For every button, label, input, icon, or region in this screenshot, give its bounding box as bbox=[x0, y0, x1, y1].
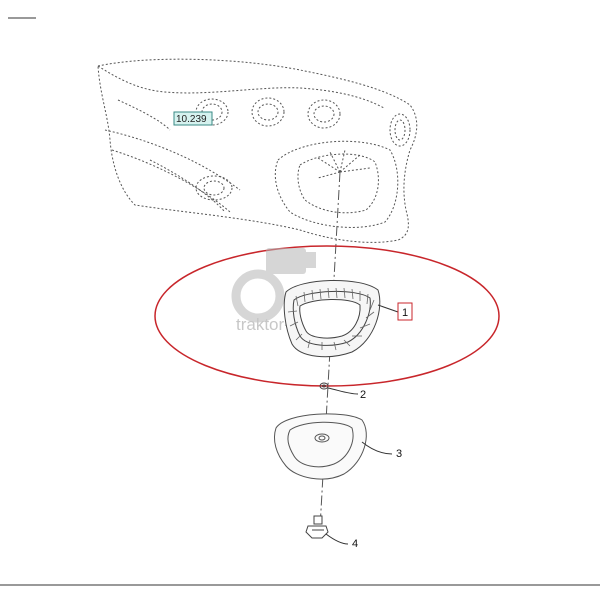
filter-cover[interactable] bbox=[273, 413, 367, 480]
air-filter-element[interactable] bbox=[283, 279, 381, 358]
reference-tag[interactable]: 10.239 bbox=[173, 111, 213, 126]
callout-3[interactable]: 3 bbox=[361, 441, 402, 460]
part-number-3: 3 bbox=[396, 448, 402, 460]
washer[interactable] bbox=[319, 382, 329, 390]
part-number-4: 4 bbox=[352, 538, 358, 550]
callout-4[interactable]: 4 bbox=[325, 533, 358, 550]
air-intake-housing bbox=[97, 58, 418, 243]
callout-1[interactable]: 1 bbox=[377, 302, 413, 321]
part-number-2: 2 bbox=[360, 389, 366, 401]
highlight-ellipse bbox=[154, 245, 500, 387]
part-number-1: 1 bbox=[402, 307, 408, 319]
fastener-nut[interactable] bbox=[305, 515, 329, 539]
callout-2[interactable]: 2 bbox=[327, 387, 366, 401]
reference-tag-label: 10.239 bbox=[176, 114, 207, 125]
